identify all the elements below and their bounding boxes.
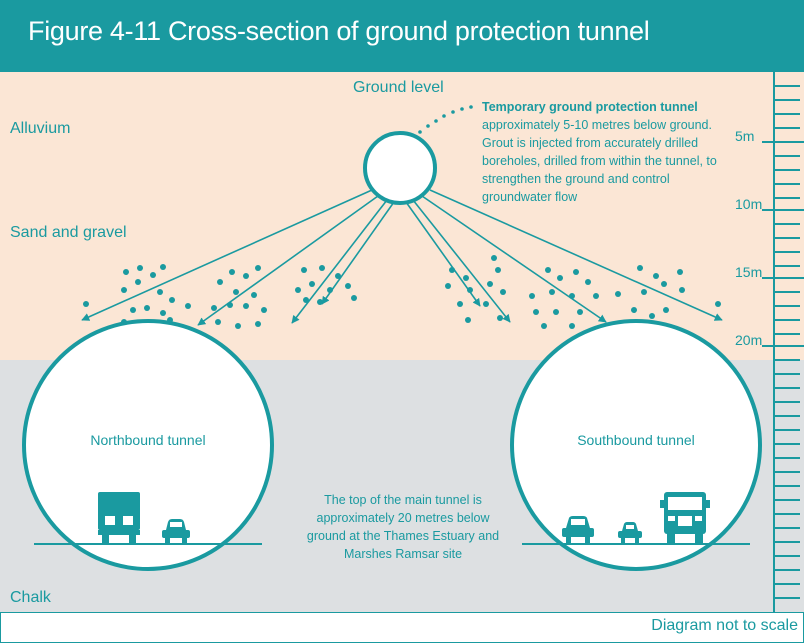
figure-title: Figure 4-11 Cross-section of ground prot… (28, 16, 650, 46)
depth-label-20m: 20m (735, 332, 763, 348)
borehole-arrow (321, 201, 395, 305)
borehole-arrow (421, 195, 607, 323)
car-icon (562, 516, 594, 543)
depth-scale-ruler (762, 72, 804, 612)
lorry-icon (660, 492, 710, 543)
northbound-tunnel-label: Northbound tunnel (90, 432, 206, 448)
tunnel-depth-note: The top of the main tunnel is approximat… (306, 493, 500, 561)
footer-strip (0, 612, 804, 643)
callout-bold-text: Temporary ground protection tunnel (482, 100, 698, 114)
borehole-arrow (197, 195, 379, 326)
depth-label-10m: 10m (735, 196, 763, 212)
southbound-tunnel-label: Southbound tunnel (577, 432, 695, 448)
protection-tunnel-callout: Temporary ground protection tunnel appro… (482, 98, 734, 206)
callout-leader (418, 105, 473, 134)
lorry-icon (98, 492, 140, 543)
grout-dots (83, 255, 721, 333)
callout-body-text: approximately 5-10 metres below ground. … (482, 118, 717, 204)
borehole-arrow (291, 199, 388, 324)
borehole-arrow (412, 199, 511, 323)
figure-header: Figure 4-11 Cross-section of ground prot… (0, 0, 804, 72)
depth-label-15m: 15m (735, 264, 763, 280)
protection-tunnel (363, 131, 437, 205)
car-icon (618, 522, 642, 543)
sand-gravel-label: Sand and gravel (10, 224, 127, 241)
borehole-arrow (429, 189, 723, 321)
borehole-arrow (81, 189, 373, 321)
depth-label-5m: 5m (735, 128, 755, 144)
chalk-label: Chalk (10, 589, 51, 606)
car-icon (162, 519, 190, 543)
alluvium-label: Alluvium (10, 120, 71, 137)
northbound-tunnel (22, 319, 274, 571)
ground-level-label: Ground level (353, 79, 444, 96)
scale-disclaimer: Diagram not to scale (651, 617, 798, 634)
borehole-arrows (81, 189, 723, 326)
